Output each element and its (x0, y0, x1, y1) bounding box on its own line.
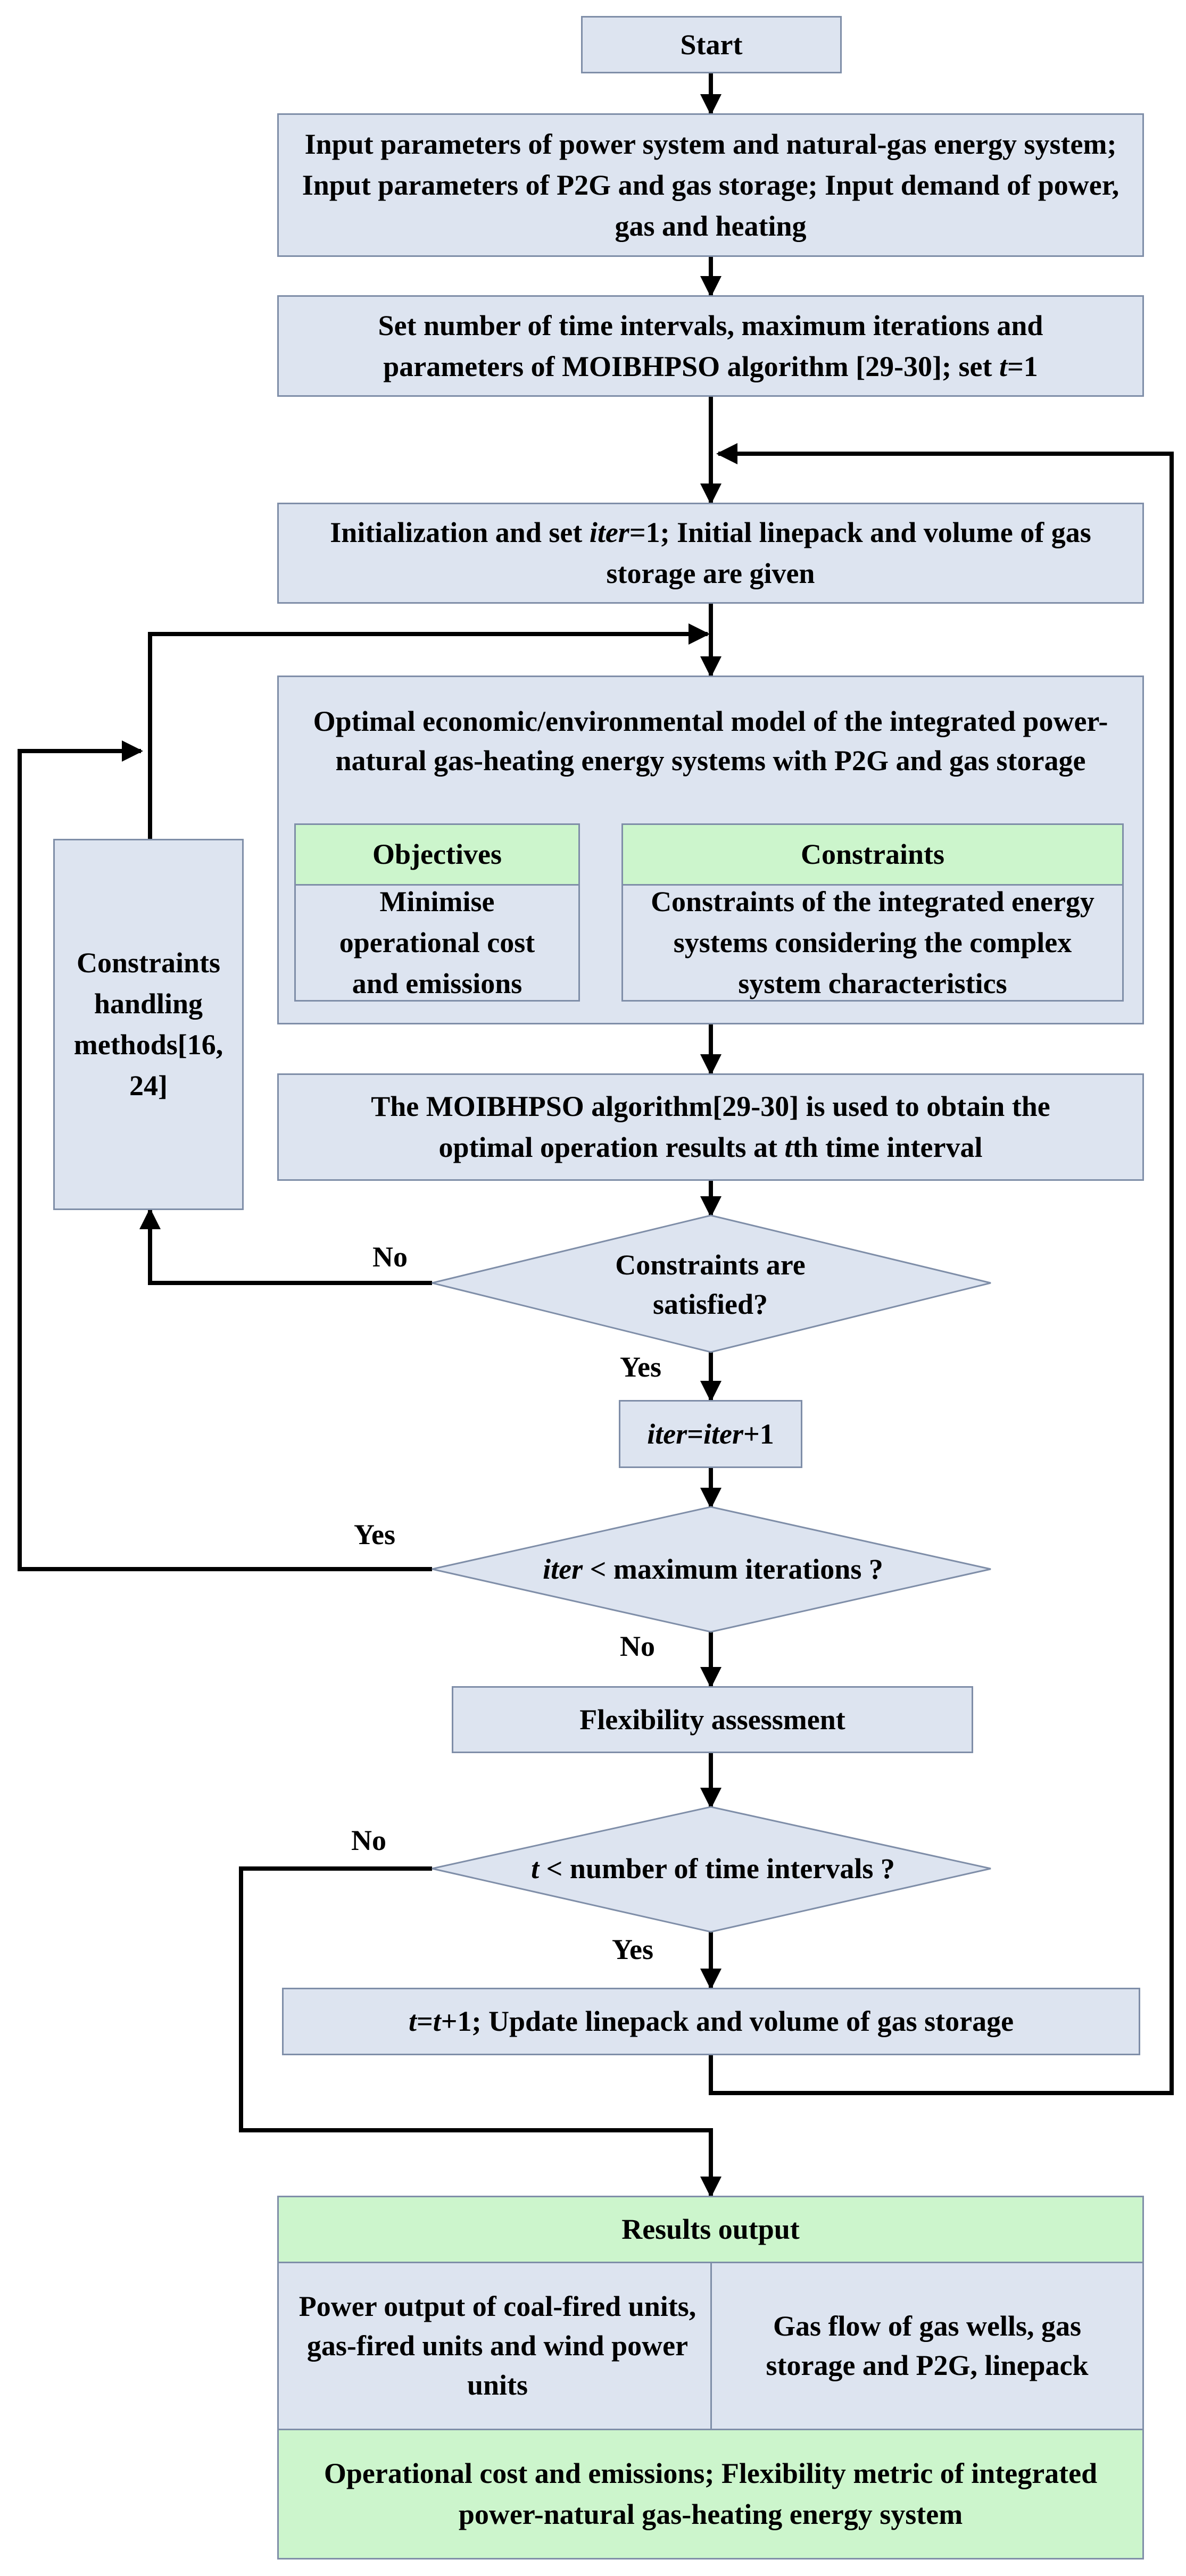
update-eq: = (416, 2005, 433, 2037)
decision3-no-label: No (351, 1824, 386, 1856)
decision3-yes-label: Yes (612, 1933, 653, 1965)
results-header: Results output (277, 2196, 1144, 2263)
constraints-header: Constraints (621, 823, 1124, 886)
set-parameters-var: t (999, 350, 1007, 382)
iter-increment-eq: = (687, 1418, 703, 1450)
input-parameters-box: Input parameters of power system and nat… (277, 113, 1144, 257)
arrow-decision1-no-to-handling (139, 1208, 432, 1285)
results-left: Power output of coal-fired units, gas-fi… (287, 2263, 708, 2428)
constraints-body: Constraints of the integrated energy sys… (621, 884, 1124, 1002)
model-title-text: Optimal economic/environmental model of … (313, 705, 1108, 777)
moibhpso-line1: The MOIBHPSO algorithm[29-30] is used to… (371, 1090, 1050, 1122)
moibhpso-box: The MOIBHPSO algorithm[29-30] is used to… (277, 1073, 1144, 1181)
arrow-decision3-no-to-results (239, 1866, 721, 2198)
decision2-no-label: No (620, 1630, 655, 1662)
arrow-update-loop-back (709, 443, 1174, 2095)
results-divider (710, 2262, 712, 2430)
decision2-diamond (432, 1506, 991, 1633)
decision2-yes-label: Yes (354, 1519, 395, 1550)
initialization-text: Initialization and set iter=1; Initial l… (295, 512, 1126, 594)
moibhpso-line2-b: th time interval (792, 1131, 983, 1163)
constraints-body-text: Constraints of the integrated energy sys… (651, 886, 1094, 999)
initialization-var: iter (589, 516, 629, 548)
update-var2: t (433, 2005, 441, 2037)
constraints-handling-text: Constraints handling methods[16, 24] (73, 947, 223, 1102)
decision2-var: iter (543, 1553, 583, 1585)
iter-increment-after: +1 (743, 1418, 774, 1450)
decision3-text: t < number of time intervals ? (468, 1837, 958, 1900)
iter-increment-box: iter=iter+1 (619, 1400, 802, 1468)
results-bottom-text: Operational cost and emissions; Flexibil… (324, 2457, 1098, 2530)
constraints-header-text: Constraints (800, 838, 945, 870)
start-box: Start (581, 16, 842, 73)
decision3-var: t (531, 1853, 540, 1885)
decision2-label-text: < maximum iterations ? (583, 1553, 883, 1585)
decision1-yes-label: Yes (620, 1351, 661, 1383)
start-label: Start (680, 28, 743, 61)
moibhpso-line2-a: optimal operation results at (438, 1131, 785, 1163)
moibhpso-var: t (784, 1131, 793, 1163)
objectives-body: Minimise operational cost and emissions (294, 884, 580, 1002)
decision1-diamond (432, 1214, 991, 1353)
flexibility-box: Flexibility assessment (452, 1686, 973, 1753)
iter-increment-var2: iter (703, 1418, 743, 1450)
objectives-header: Objectives (294, 823, 580, 886)
results-header-text: Results output (621, 2213, 800, 2245)
arrow-handling-to-model (148, 623, 710, 839)
objectives-body-text: Minimise operational cost and emissions (339, 886, 535, 999)
set-parameters-text: Set number of time intervals, maximum it… (305, 305, 1116, 387)
decision1-text: Constraints are satisfied? (564, 1239, 857, 1330)
iter-increment-text: iter=iter+1 (647, 1414, 774, 1455)
constraints-handling-box: Constraints handling methods[16, 24] (53, 839, 244, 1210)
iter-increment-var1: iter (647, 1418, 687, 1450)
decision3-label: t < number of time intervals ? (531, 1849, 895, 1888)
update-box: t=t+1; Update linepack and volume of gas… (282, 1988, 1140, 2055)
results-left-text: Power output of coal-fired units, gas-fi… (298, 2290, 696, 2401)
initialization-box: Initialization and set iter=1; Initial l… (277, 503, 1144, 604)
input-parameters-text: Input parameters of power system and nat… (302, 128, 1119, 242)
set-parameters-text-a: Set number of time intervals, maximum it… (378, 309, 1043, 382)
set-parameters-box: Set number of time intervals, maximum it… (277, 295, 1144, 397)
results-right: Gas flow of gas wells, gas storage and P… (716, 2263, 1139, 2428)
arrow-decision2-yes-back (18, 740, 432, 1571)
update-after: +1; Update linepack and volume of gas st… (441, 2005, 1014, 2037)
objectives-header-text: Objectives (372, 838, 502, 870)
initialization-text-b: =1; Initial linepack and volume of gas s… (606, 516, 1091, 589)
decision3-label-text: < number of time intervals ? (539, 1853, 895, 1885)
model-title: Optimal economic/environmental model of … (282, 680, 1139, 802)
update-var1: t (408, 2005, 417, 2037)
update-text: t=t+1; Update linepack and volume of gas… (409, 2001, 1014, 2042)
moibhpso-line2: optimal operation results at tth time in… (439, 1127, 983, 1168)
decision1-no-label: No (372, 1241, 408, 1273)
flexibility-text: Flexibility assessment (579, 1703, 845, 1736)
decision1-label: Constraints are satisfied? (615, 1249, 806, 1320)
decision3-diamond (432, 1806, 991, 1933)
results-right-text: Gas flow of gas wells, gas storage and P… (766, 2310, 1089, 2381)
set-parameters-text-b: =1 (1007, 350, 1038, 382)
initialization-text-a: Initialization and set (330, 516, 590, 548)
decision2-label: iter < maximum iterations ? (543, 1549, 883, 1589)
results-bottom: Operational cost and emissions; Flexibil… (277, 2429, 1144, 2560)
decision2-text: iter < maximum iterations ? (479, 1537, 947, 1601)
